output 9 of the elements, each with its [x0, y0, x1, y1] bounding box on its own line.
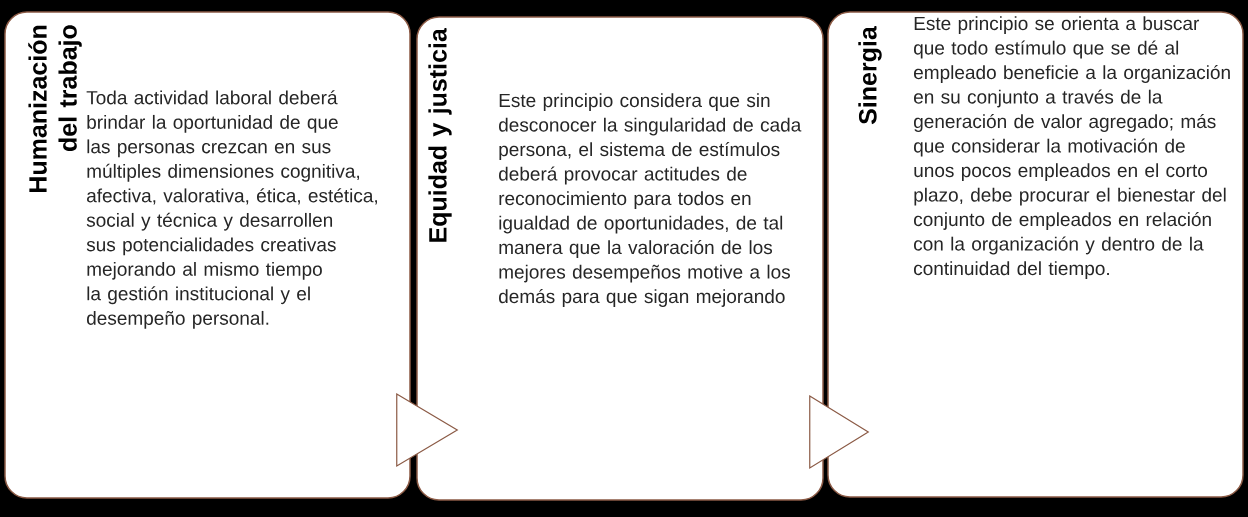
- text-box: [416, 16, 824, 501]
- text-box: [827, 11, 1244, 498]
- vertical-heading: Sinergia: [858, 26, 882, 125]
- vertical-heading: Equidad y justicia: [428, 28, 452, 242]
- vertical-heading: Humanización del trabajo: [28, 25, 82, 192]
- text-box: [4, 11, 411, 499]
- body-text: Este principio se orienta a buscar que todo estímulo que se dé al empleado beneficie a la organización en su conjunto a través de la generación de valor agregado; más que considerar la motivación de unos pocos empleados en el corto plazo, debe procurar el bienestar del conjunto de empleados en relación con la organización y dentro de la continuidad del tiempo.: [914, 16, 1230, 279]
- body-text: Este principio considera que sin desconocer la singularidad de cada persona, el sistema de estímulos deberá provocar actitudes de reconocimiento para todos en igualdad de oportunidades, de tal manera que la valoración de los mejores desempeños motive a los demás para que sigan mejorando: [499, 93, 802, 307]
- body-text: Toda actividad laboral deberá brindar la oportunidad de que las personas crezcan en sus múltiples dimensiones cognitiva, afectiva, valorativa, ética, estética, social y técnica y desarrollen sus potencialidades creativas mejorando al mismo tiempo la gestión institucional y el desempeño personal.: [86, 90, 377, 329]
